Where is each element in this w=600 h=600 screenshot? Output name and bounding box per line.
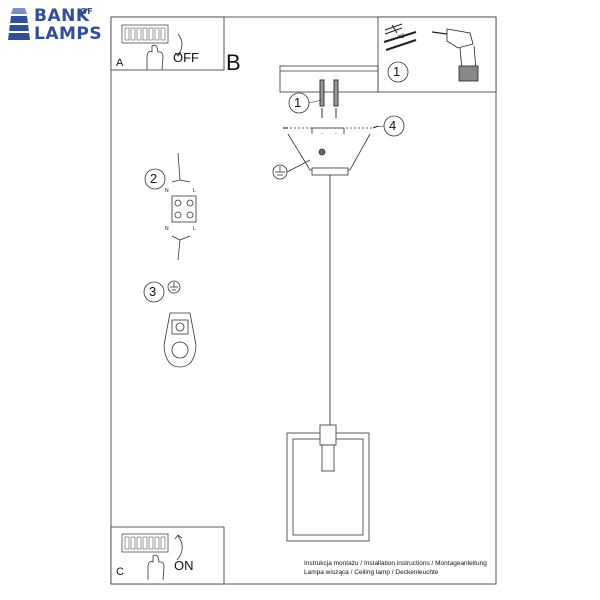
- ground-symbol-icon: [272, 159, 311, 180]
- bank-of-lamps-logo: BANK OF LAMPS: [4, 4, 104, 44]
- screw-count: x2: [398, 34, 405, 40]
- drill-icon: [431, 28, 479, 82]
- callout-3: 3: [149, 284, 157, 299]
- callout-1-tools: 1: [393, 64, 401, 79]
- step-a-label: A: [116, 57, 124, 69]
- callout-1-screws: 1: [294, 95, 302, 110]
- mounting-screws: [319, 79, 339, 118]
- fuse-panel-a-icon: [121, 24, 169, 44]
- logo-word-of: OF: [80, 7, 94, 16]
- lighthouse-logo-icon: [8, 8, 30, 40]
- hand-switch-on-icon: [147, 534, 183, 581]
- switch-on-label: ON: [174, 558, 194, 573]
- wire-label-l-bottom: L: [193, 226, 196, 232]
- logo-word-lamps: LAMPS: [34, 24, 103, 44]
- callout-leaders: [308, 99, 385, 128]
- step-b-label: B: [226, 50, 241, 75]
- switch-off-label: OFF: [173, 50, 199, 65]
- callout-circles: [143, 61, 409, 303]
- ceiling-slab: [279, 65, 379, 93]
- callout-4: 4: [389, 118, 397, 133]
- terminal-block-icon: [171, 152, 197, 261]
- canopy: [287, 133, 371, 176]
- callout-2: 2: [150, 171, 158, 186]
- lamp-shade: [286, 424, 370, 542]
- wire-label-n-bottom: N: [165, 226, 169, 232]
- fuse-panel-c-icon: [121, 533, 169, 553]
- hand-switch-off-icon: [146, 33, 183, 71]
- footer-product-type: Lampa wisząca / Ceiling lamp / Deckenleu…: [304, 569, 439, 576]
- wire-label-l-top: L: [193, 188, 196, 194]
- footer-instructions: Instrukcja montażu / Installation instru…: [304, 560, 487, 567]
- logo-word-bank: BANK: [34, 6, 90, 26]
- ground-lug-icon: [163, 280, 197, 368]
- step-c-label: C: [116, 566, 124, 578]
- wire-label-n-top: N: [165, 188, 169, 194]
- wall-plug-icon: [383, 23, 417, 51]
